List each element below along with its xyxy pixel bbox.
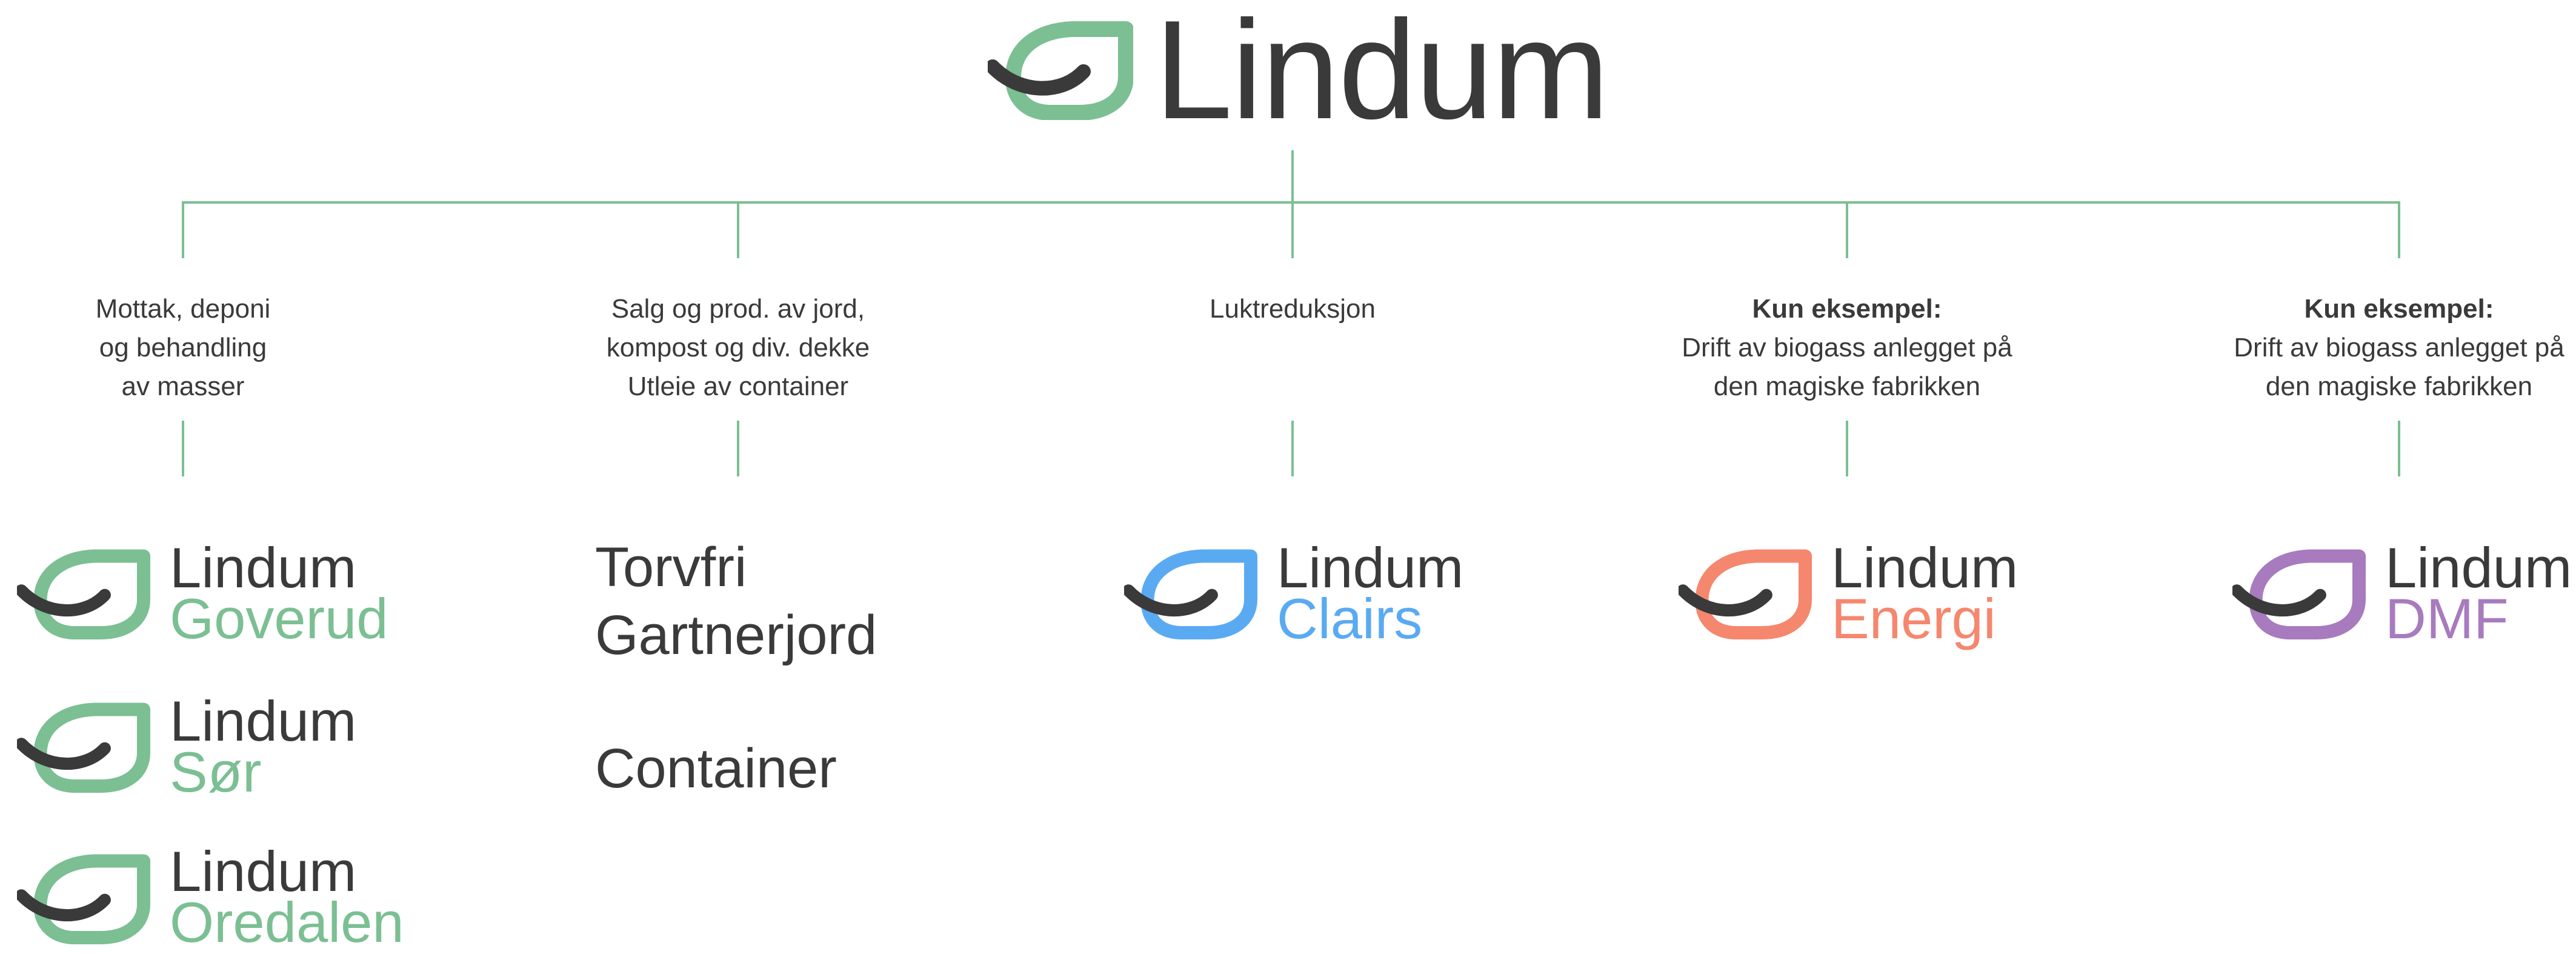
lower-line-3 — [1291, 421, 1294, 476]
product-container: Container — [595, 738, 837, 799]
logo-wordmark: Lindum Clairs — [1277, 536, 1464, 650]
lower-line-4 — [1846, 421, 1848, 476]
leaf-logo-icon — [2232, 549, 2366, 639]
logo-wordmark: Lindum DMF — [2385, 536, 2572, 650]
lower-line-1 — [182, 421, 184, 476]
leaf-logo-icon — [17, 549, 150, 639]
leaf-logo-icon — [17, 702, 150, 793]
example-label: Kun eksempel: — [2304, 294, 2494, 324]
column-4-description: Kun eksempel: Drift av biogass anlegget … — [1629, 290, 2065, 406]
main-logo-wordmark: Lindum — [1154, 0, 1609, 148]
logo-wordmark: Lindum Sør — [170, 689, 357, 804]
branch-line-2 — [737, 201, 739, 258]
lower-line-5 — [2398, 421, 2400, 476]
column-1-description: Mottak, deponi og behandling av masser — [95, 294, 271, 401]
column-3-description: Luktreduksjon — [1210, 294, 1376, 324]
trunk-line — [1291, 150, 1294, 204]
example-label: Kun eksempel: — [1752, 294, 1942, 324]
horizontal-line — [182, 201, 2400, 204]
leaf-logo-icon — [1679, 549, 1812, 639]
product-torvfri-gartnerjord: Torvfri Gartnerjord — [595, 536, 877, 666]
branch-line-3 — [1291, 201, 1294, 258]
lower-line-2 — [737, 421, 739, 476]
logo-wordmark: Lindum Oredalen — [170, 839, 404, 954]
column-2-description: Salg og prod. av jord, kompost og div. d… — [606, 294, 870, 401]
leaf-logo-icon — [988, 21, 1133, 120]
column-5-description: Kun eksempel: Drift av biogass anlegget … — [2181, 290, 2576, 406]
leaf-logo-icon — [17, 854, 150, 944]
logo-wordmark: Lindum Energi — [1831, 536, 2019, 650]
leaf-logo-icon — [1124, 549, 1257, 639]
branch-line-4 — [1846, 201, 1848, 258]
branch-line-5 — [2398, 201, 2400, 258]
logo-wordmark: Lindum Goverud — [170, 536, 388, 650]
branch-line-1 — [182, 201, 184, 258]
